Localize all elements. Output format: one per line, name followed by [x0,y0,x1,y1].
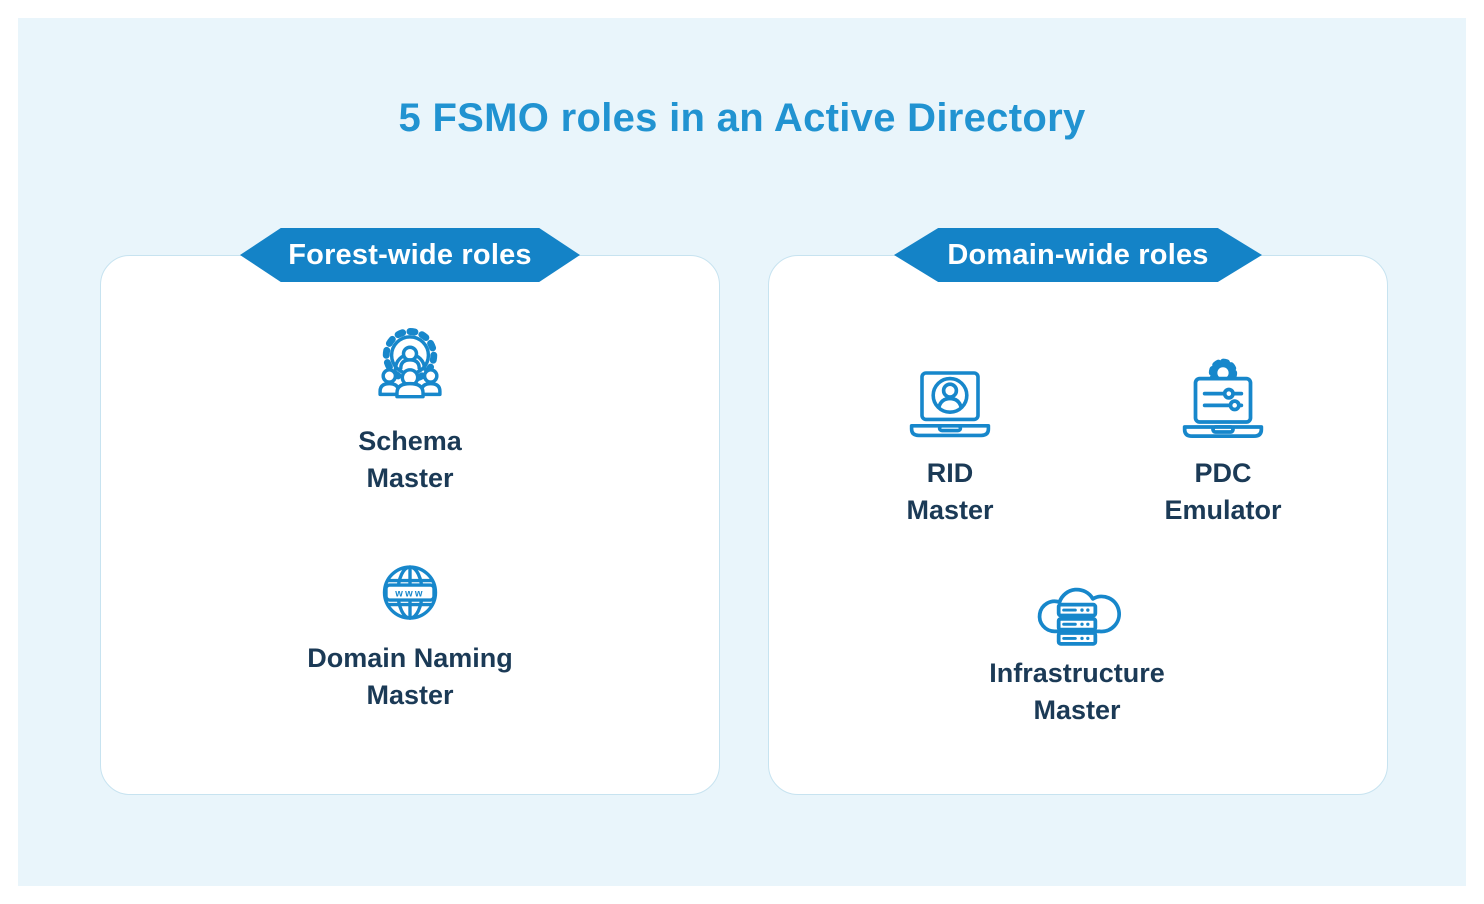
infographic-background: 5 FSMO roles in an Active Directory Fore… [18,18,1466,886]
role-label-pdc-emulator: PDC Emulator [1093,455,1353,529]
role-label-line: Master [366,680,454,710]
globe-www-label: www [394,589,425,600]
globe-www-icon: www [365,549,455,639]
page-title: 5 FSMO roles in an Active Directory [398,96,1086,140]
role-label-line: Master [366,463,454,493]
role-label-infrastructure-master: Infrastructure Master [917,655,1237,729]
forest-roles-badge: Forest-wide roles [240,228,580,282]
role-label-line: Domain Naming [307,643,513,673]
role-label-rid-master: RID Master [830,455,1070,529]
role-label-line: RID [926,458,974,488]
role-label-line: Schema [358,426,462,456]
role-label-line: Master [906,495,994,525]
role-label-line: PDC [1194,458,1252,488]
forest-roles-card [100,255,720,795]
role-label-line: Master [1033,695,1121,725]
cloud-servers-icon [1027,563,1127,663]
domain-roles-badge: Domain-wide roles [894,228,1262,282]
laptop-settings-icon [1173,352,1273,452]
role-label-line: Infrastructure [989,658,1165,688]
domain-roles-card [768,255,1388,795]
role-label-schema-master: Schema Master [260,423,560,497]
laptop-user-icon [902,357,998,453]
role-label-domain-naming-master: Domain Naming Master [230,640,590,714]
team-gear-icon [364,320,456,412]
role-label-line: Emulator [1164,495,1282,525]
